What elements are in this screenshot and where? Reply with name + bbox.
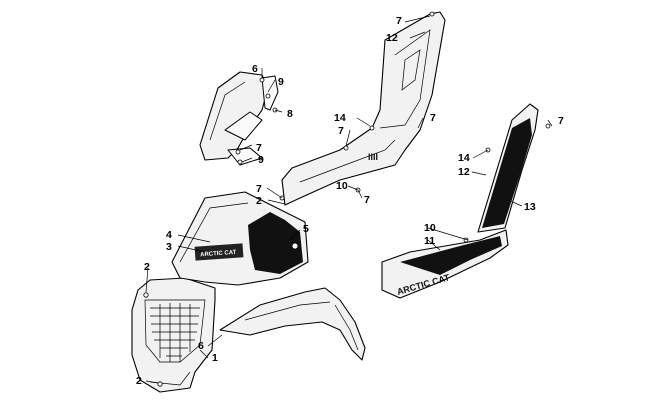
front-grille-part	[131, 277, 216, 393]
hood-part: ARCTIC CAT	[171, 191, 309, 286]
hood-brand-text: ARCTIC CAT	[200, 250, 237, 259]
callout-13-right: 13	[524, 201, 536, 213]
screw-icon	[429, 11, 435, 17]
screw-icon	[343, 145, 349, 151]
callout-8-pod: 8	[287, 108, 293, 120]
callout-9-bracket: 9	[258, 154, 264, 166]
callout-4-hood: 4	[166, 229, 172, 241]
left-side-panel-part: IIII	[279, 11, 446, 206]
headlight-pod-part	[199, 71, 279, 166]
callout-7-pod: 7	[256, 142, 262, 154]
screw-icon	[369, 125, 375, 131]
callout-7-right: 7	[558, 115, 564, 127]
callout-2-grille: 2	[144, 261, 150, 273]
callout-2-hood: 2	[256, 195, 262, 207]
callout-10-right: 10	[424, 222, 436, 234]
screw-icon	[157, 381, 163, 387]
callouts: 7 12 6 9 8 7 9 14 7 7 7 7 2 10 7 7 14 12…	[136, 15, 564, 387]
callout-14-right: 14	[458, 152, 470, 164]
callout-12-top: 12	[386, 32, 398, 44]
callout-14-left: 14	[334, 112, 346, 124]
callout-9-pod: 9	[278, 76, 284, 88]
callout-2-bottom: 2	[136, 375, 142, 387]
callout-5-hood: 5	[303, 223, 309, 235]
callout-6-pod: 6	[252, 63, 258, 75]
callout-11-right: 11	[424, 235, 435, 247]
fastener-icon	[291, 242, 299, 250]
front-fender-part	[219, 287, 366, 361]
leader-lines	[145, 15, 553, 384]
upper-panel-camo-decal	[482, 118, 532, 228]
screw-icon	[259, 77, 265, 83]
callout-7-left-right: 7	[430, 112, 436, 124]
callout-10-left: 10	[336, 180, 348, 192]
grille-mesh	[150, 303, 200, 362]
callout-6-fender: 6	[198, 340, 204, 352]
hood-brand-decal	[194, 243, 244, 261]
callout-7-top: 7	[396, 15, 402, 27]
screw-icon	[265, 93, 271, 99]
callout-7-hood: 7	[256, 183, 262, 195]
callout-7-left-bottom: 7	[364, 194, 370, 206]
callout-12-right: 12	[458, 166, 470, 178]
callout-7-left: 7	[338, 125, 344, 137]
callout-1-grille: 1	[212, 352, 218, 364]
hood-camo-decal	[248, 212, 303, 274]
screw-icon	[235, 149, 241, 155]
lower-panel-camo-decal	[400, 236, 502, 275]
screw-icon	[143, 292, 149, 298]
callout-3-hood: 3	[166, 241, 172, 253]
screw-icon	[545, 123, 551, 129]
screw-icon	[237, 159, 243, 165]
right-side-panel-part: ARCTIC CAT	[381, 103, 551, 299]
svg-text:IIII: IIII	[368, 152, 378, 162]
